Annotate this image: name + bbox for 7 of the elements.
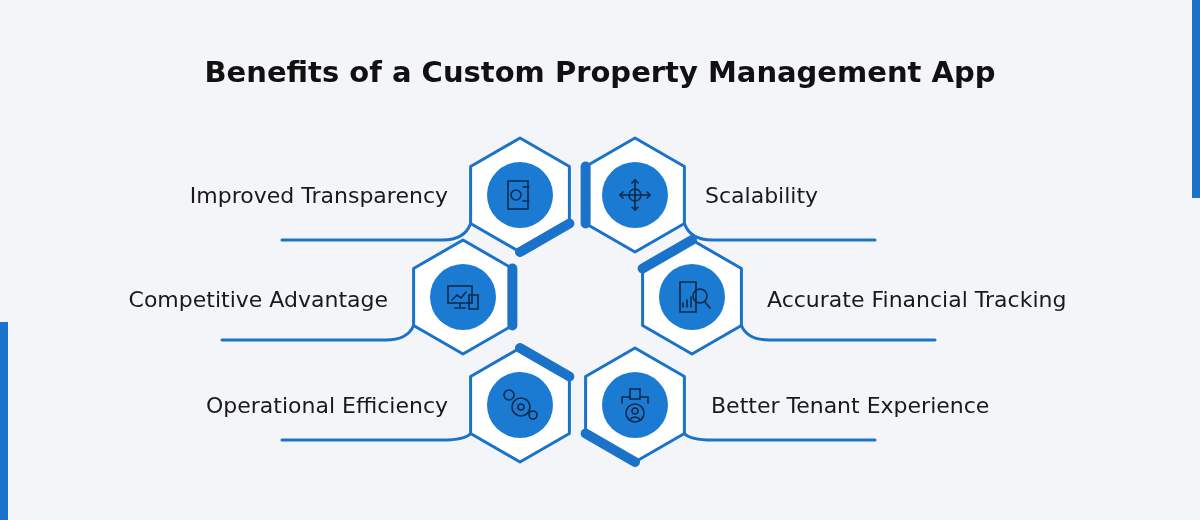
benefit-label: Improved Transparency (189, 182, 448, 210)
benefit-label: Operational Efficiency (205, 392, 448, 420)
benefit-label: Scalability (705, 182, 819, 210)
benefit-label: Competitive Advantage (128, 286, 388, 314)
benefit-label: Better Tenant Experience (711, 392, 990, 420)
benefit-label: Accurate Financial Tracking (767, 286, 1067, 314)
title: Benefits of a Custom Property Management App (203, 55, 997, 89)
